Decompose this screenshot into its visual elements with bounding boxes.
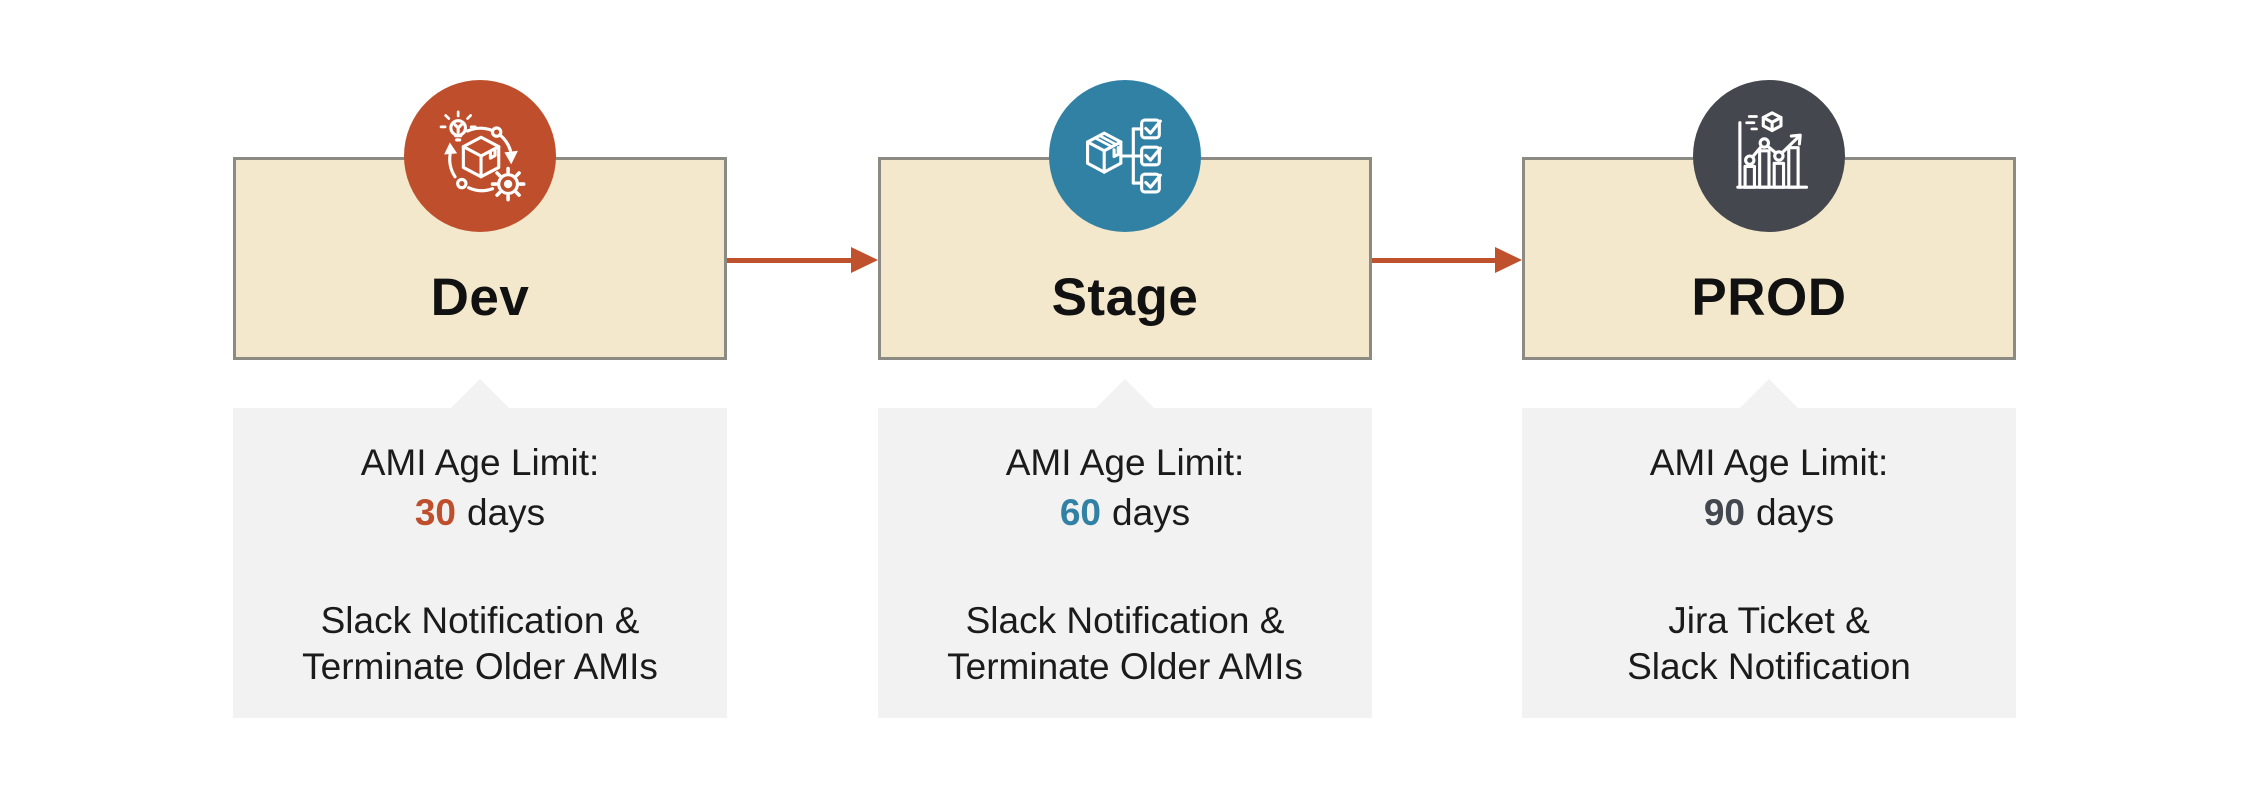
age-limit-value-line: 60 days — [878, 488, 1372, 538]
stage-title: PROD — [1691, 268, 1847, 327]
action-line-1: Slack Notification & — [320, 600, 640, 641]
stage-detail-panel-prod: AMI Age Limit: 90 days Jira Ticket & Slac… — [1522, 408, 2016, 718]
arrow-shaft — [1372, 258, 1498, 263]
action-line-2: Terminate Older AMIs — [947, 646, 1303, 687]
age-limit-value: 60 — [1059, 492, 1101, 533]
arrow-head-icon — [1495, 247, 1522, 273]
stage-box-prod: PROD — [1522, 157, 2016, 360]
age-limit-label: AMI Age Limit: — [1649, 442, 1889, 483]
stage-title: Stage — [1051, 268, 1199, 327]
panel-caret — [1095, 379, 1155, 409]
stage-validation-checklist-icon — [1086, 118, 1162, 194]
arrow-stage-to-prod — [1372, 247, 1522, 273]
pipeline-stage-stage: Stage AMI Age Limit: 60 days Slack Notifi… — [878, 0, 1372, 788]
stage-icon-circle — [1049, 80, 1201, 232]
pipeline-stage-prod: PROD AMI Age Limit: 90 days Jira Ticket &… — [1522, 0, 2016, 788]
age-limit-value-line: 90 days — [1522, 488, 2016, 538]
action-line-2: Slack Notification — [1627, 646, 1911, 687]
prod-icon-circle — [1693, 80, 1845, 232]
arrow-shaft — [727, 258, 854, 263]
arrow-head-icon — [851, 247, 878, 273]
arrow-dev-to-stage — [727, 247, 878, 273]
prod-metrics-icon — [1736, 111, 1808, 189]
action-line-2: Terminate Older AMIs — [302, 646, 658, 687]
action-line-1: Jira Ticket & — [1668, 600, 1870, 641]
age-limit-unit: days — [1112, 492, 1191, 533]
age-limit-label: AMI Age Limit: — [360, 442, 600, 483]
dev-build-cycle-icon — [439, 110, 526, 202]
age-limit-value: 90 — [1703, 492, 1745, 533]
stage-detail-panel-stage: AMI Age Limit: 60 days Slack Notification… — [878, 408, 1372, 718]
pipeline-stage-dev: Dev AMI Age Limit: 30 days Slack Notifica… — [233, 0, 727, 788]
stage-detail-panel-dev: AMI Age Limit: 30 days Slack Notification… — [233, 408, 727, 718]
stage-title: Dev — [430, 268, 530, 327]
action-line-1: Slack Notification & — [965, 600, 1285, 641]
age-limit-value-line: 30 days — [233, 488, 727, 538]
age-limit-label: AMI Age Limit: — [1005, 442, 1245, 483]
dev-icon-circle — [404, 80, 556, 232]
panel-caret — [450, 379, 510, 409]
age-limit-unit: days — [1756, 492, 1835, 533]
age-limit-value: 30 — [414, 492, 456, 533]
panel-caret — [1739, 379, 1799, 409]
age-limit-unit: days — [467, 492, 546, 533]
